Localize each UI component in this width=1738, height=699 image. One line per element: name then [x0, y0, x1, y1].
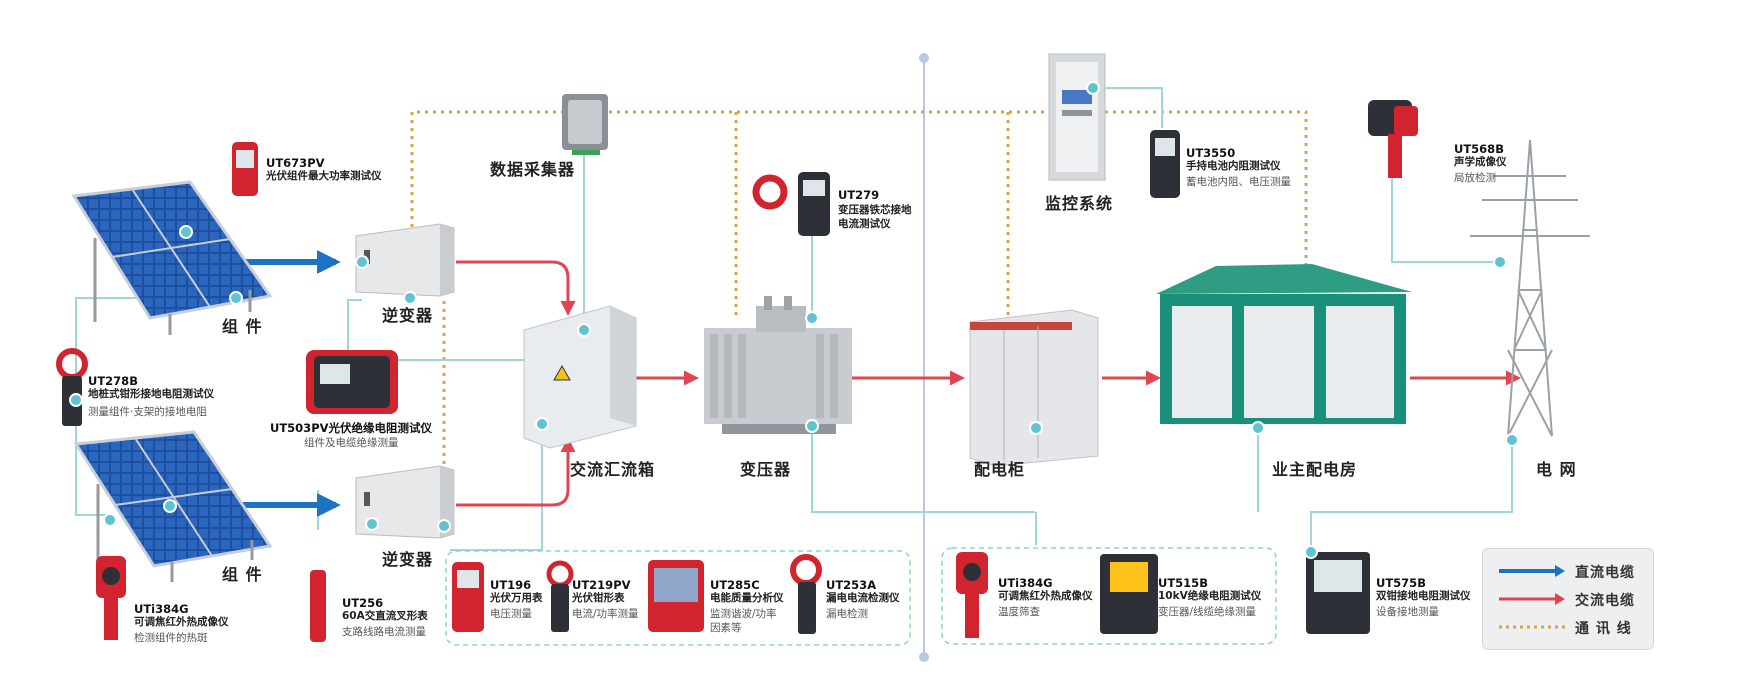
ac-arrow-icon — [1499, 593, 1565, 605]
grid-label: 电 网 — [1536, 460, 1577, 479]
ut568b-model: UT568B — [1454, 142, 1504, 156]
ut219pv-name: 光伏钳形表 — [572, 592, 625, 604]
ac-combiner-box — [523, 305, 637, 449]
ac-combiner-label: 交流汇流箱 — [570, 460, 656, 479]
ut256-name: 60A交直流叉形表 — [342, 610, 428, 622]
ut256-model: UT256 — [342, 596, 384, 610]
device-ut219pv — [546, 560, 574, 632]
ut253a-name: 漏电电流检测仪 — [826, 592, 900, 604]
legend-item-comm: 通 讯 线 — [1483, 615, 1653, 639]
ut285c-desc2: 因素等 — [710, 622, 742, 634]
ut278b-model: UT278B — [88, 374, 138, 388]
legend: 直流电缆 交流电缆 通 讯 线 — [1482, 548, 1654, 650]
ut278b-desc: 测量组件·支架的接地电阻 — [88, 406, 207, 418]
instrument-group-right — [941, 547, 1277, 645]
inverter-top — [355, 223, 455, 297]
ut568b-desc: 局放检测 — [1454, 172, 1496, 184]
device-ut673pv — [232, 142, 258, 196]
device-ut253a — [790, 554, 822, 634]
legend-item-dc: 直流电缆 — [1483, 559, 1653, 583]
device-ut503pv — [306, 350, 398, 414]
comm-line-icon — [1499, 625, 1565, 629]
legend-label-dc: 直流电缆 — [1575, 565, 1635, 581]
transformer — [704, 296, 852, 434]
uti384g-left-name: 可调焦红外热成像仪 — [134, 616, 229, 628]
solar-panel-bottom — [73, 430, 273, 582]
data-collector-label: 数据采集器 — [490, 160, 576, 179]
uti384g-right-model: UTi384G — [998, 576, 1053, 590]
device-ut279 — [752, 172, 830, 236]
data-collector — [562, 94, 608, 155]
legend-label-ac: 交流电缆 — [1575, 593, 1635, 609]
ut196-desc: 电压测量 — [490, 608, 532, 620]
ut503pv-desc: 组件及电缆绝缘测量 — [304, 437, 399, 449]
dc-arrow-icon — [1499, 565, 1565, 577]
owner-substation-label: 业主配电房 — [1272, 460, 1358, 479]
ut515b-desc: 变压器/线缆绝缘测量 — [1158, 606, 1257, 618]
power-tower — [1470, 139, 1590, 437]
ut673pv-model: UT673PV — [266, 156, 325, 170]
ut196-name: 光伏万用表 — [490, 592, 543, 604]
uti384g-left-desc: 检测组件的热斑 — [134, 632, 208, 644]
ut503pv-model: UT503PV光伏绝缘电阻测试仪 — [270, 421, 433, 435]
device-ut196 — [452, 562, 484, 632]
ut568b-name: 声学成像仪 — [1454, 156, 1507, 168]
device-ut285c — [648, 560, 704, 632]
ac-cables — [456, 260, 1521, 507]
owner-substation — [1156, 264, 1412, 424]
ut253a-desc: 漏电检测 — [826, 608, 868, 620]
device-ut278b — [56, 348, 88, 426]
ut575b-model: UT575B — [1376, 576, 1426, 590]
connection-nodes — [69, 81, 1519, 559]
distribution-cabinet — [969, 309, 1099, 467]
ut3550-desc: 蓄电池内阻、电压测量 — [1186, 176, 1291, 188]
distribution-cabinet-label: 配电柜 — [974, 460, 1026, 479]
ut279-model: UT279 — [838, 188, 880, 202]
ut253a-model: UT253A — [826, 578, 877, 592]
device-ut568b — [1368, 100, 1418, 178]
solar-panel-top — [71, 180, 273, 335]
ut219pv-model: UT219PV — [572, 578, 631, 592]
ut278b-name: 地桩式钳形接地电阻测试仪 — [88, 388, 214, 400]
legend-label-comm: 通 讯 线 — [1575, 621, 1632, 637]
ut515b-name: 10kV绝缘电阻测试仪 — [1158, 590, 1262, 602]
inverter-top-label: 逆变器 — [382, 306, 434, 325]
ut673pv-name: 光伏组件最大功率测试仪 — [266, 170, 382, 182]
ut3550-model: UT3550 — [1186, 146, 1236, 160]
ut279-name2: 电流测试仪 — [838, 218, 891, 230]
center-divider — [919, 53, 929, 662]
ut575b-desc: 设备接地测量 — [1376, 606, 1439, 618]
comm-lines — [410, 88, 1308, 480]
ut515b-model: UT515B — [1158, 576, 1208, 590]
device-uti384g-right — [956, 552, 988, 638]
ut219pv-desc: 电流/功率测量 — [572, 608, 639, 620]
device-ut3550 — [1150, 130, 1180, 198]
ut285c-name: 电能质量分析仪 — [710, 592, 784, 604]
transformer-label: 变压器 — [740, 460, 792, 479]
device-ut256 — [310, 570, 326, 642]
monitoring-system-label: 监控系统 — [1045, 194, 1114, 213]
legend-item-ac: 交流电缆 — [1483, 587, 1653, 611]
panel-bottom-label: 组 件 — [222, 565, 263, 584]
inverter-bottom-label: 逆变器 — [382, 550, 434, 569]
ut285c-desc1: 监测谐波/功率 — [710, 608, 777, 620]
device-ut575b — [1306, 552, 1370, 634]
monitoring-system-rack — [1048, 53, 1106, 181]
dc-cables — [232, 250, 341, 517]
ut279-name1: 变压器铁芯接地 — [838, 204, 912, 216]
device-ut515b — [1100, 554, 1158, 634]
uti384g-right-name: 可调焦红外热成像仪 — [998, 590, 1093, 602]
uti384g-right-desc: 温度筛查 — [998, 606, 1040, 618]
ut3550-name: 手持电池内阻测试仪 — [1186, 160, 1281, 172]
ut256-desc: 支路线路电流测量 — [342, 626, 426, 638]
ut196-model: UT196 — [490, 578, 532, 592]
uti384g-left-model: UTi384G — [134, 602, 189, 616]
panel-top-label: 组 件 — [222, 317, 263, 336]
instrument-group-left — [445, 550, 911, 646]
ut285c-model: UT285C — [710, 578, 760, 592]
ut575b-name: 双钳接地电阻测试仪 — [1376, 590, 1471, 602]
device-uti384g-left — [96, 556, 126, 640]
